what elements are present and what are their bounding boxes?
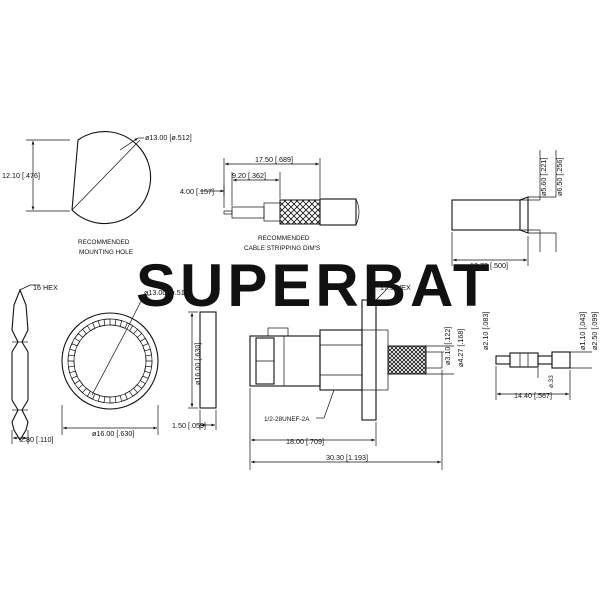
- lock-washer-dia-outer-label: ø16.00 [.630]: [92, 429, 134, 438]
- contact-pin-view: ø2.10 [.083] ø1.10 [.043] ø2.50 [.099] ø…: [481, 312, 599, 400]
- contact-pin-length-label: 14.40 [.567]: [514, 391, 552, 400]
- ferrule-length-label: 12.70 [.500]: [470, 261, 508, 270]
- hex-nut-hex-label: 16 HEX: [33, 283, 58, 292]
- gasket-thickness-label: 1.50 [.059]: [172, 421, 206, 430]
- contact-pin-dia-small-label: ø1.10 [.043]: [578, 312, 587, 350]
- thread-section: [319, 329, 363, 391]
- braid-shield: [279, 199, 321, 225]
- connector-dia-crimp-large-label: ø4.27 [.168]: [456, 329, 465, 367]
- lock-washer-view: ø13.00 [ø.512] ø16.00 [.630]: [61, 288, 191, 438]
- mounting-hole-view: ø13.00 [ø.512] 12.10 [.476] RECOMMENDED …: [2, 130, 192, 256]
- mounting-hole-height-label: 12.10 [.476]: [2, 171, 40, 180]
- connector-view: 17.5 HEX 1/2-28UNEF-2A ø3.10 [.122] ø4.2…: [249, 283, 465, 470]
- center-conductor: [223, 210, 233, 215]
- connector-overall-label: 30.30 [1.193]: [326, 453, 368, 462]
- hex-nut-thickness-label: 2.80 [.110]: [20, 435, 53, 444]
- ferrule-dia-inner-label: ø5.60 [.221]: [539, 158, 548, 196]
- bayonet-stud: [267, 327, 289, 337]
- lock-washer-dia-inner-label: ø13.00 [ø.512]: [144, 288, 191, 297]
- crimp-ferrule: [387, 345, 427, 375]
- lock-washer-outer: [61, 312, 159, 410]
- hex-nut-view: 16 HEX 2.80 [.110]: [11, 283, 58, 444]
- strip-note-line1: RECOMMENDED: [258, 235, 310, 242]
- strip-overall-label: 17.50 [.689]: [255, 155, 293, 164]
- strip-short-label: 4.00 [.157]: [180, 187, 214, 196]
- gasket-view: ø16.00 [.630] 1.50 [.059]: [172, 311, 217, 430]
- contact-pin-body: [509, 352, 539, 368]
- contact-pin-dia-large-label: ø2.10 [.083]: [481, 312, 490, 350]
- contact-pin-dia-tiny-label: ø.33: [548, 375, 555, 388]
- ferrule-body: [451, 199, 521, 231]
- contact-pin-dia-tip-label: ø2.50 [.099]: [590, 312, 599, 350]
- mounting-hole-dia-label: ø13.00 [ø.512]: [145, 133, 192, 142]
- mounting-hole-note-line1: RECOMMENDED: [78, 239, 130, 246]
- strip-note-line2: CABLE STRIPPING DIM'S: [244, 245, 320, 252]
- cable-stripping-view: 17.50 [.689] 9.20 [.362] 4.00 [.157] REC…: [180, 155, 360, 252]
- connector-thread-label: 1/2-28UNEF-2A: [264, 416, 310, 423]
- dielectric: [231, 206, 265, 219]
- ferrule-view: ø5.60 [.221] ø6.50 [.256] 12.70 [.500]: [451, 150, 564, 270]
- mounting-hole-note-line2: MOUNTING HOLE: [79, 249, 133, 256]
- d-cut-hole-outline: [71, 130, 152, 225]
- ferrule-dia-outer-label: ø6.50 [.256]: [555, 158, 564, 196]
- strip-mid-label: 9.20 [.362]: [232, 171, 266, 180]
- hex-nut-outline: [11, 288, 29, 442]
- gasket-dia-label: ø16.00 [.630]: [193, 343, 202, 385]
- connector-dia-crimp-small-label: ø3.10 [.122]: [443, 327, 452, 365]
- watermark: SUPERBAT: [136, 252, 494, 319]
- cable-jacket: [319, 198, 357, 226]
- connector-flange-to-front-label: 18.00 [.709]: [286, 437, 324, 446]
- connector-hex-label: 17.5 HEX: [380, 283, 411, 292]
- gasket-body: [199, 311, 217, 409]
